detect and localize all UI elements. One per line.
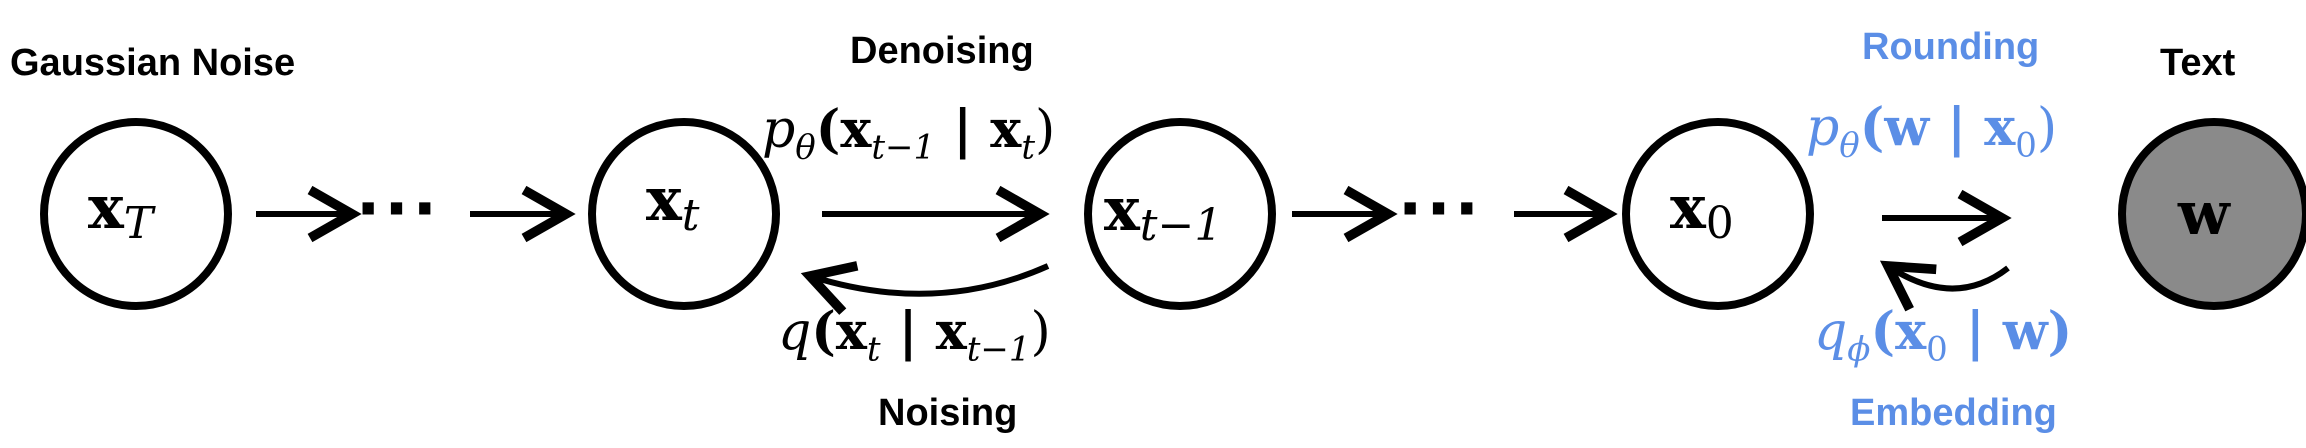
node-w [2118, 118, 2306, 310]
noising-label: Noising [878, 392, 1018, 434]
node-x0 [1622, 118, 1814, 310]
node-xt-label: xt [646, 165, 700, 241]
ellipsis-left: ··· [356, 173, 441, 247]
embedding-label: Embedding [1850, 392, 2057, 434]
gaussian-noise-label: Gaussian Noise [10, 42, 296, 84]
text-label: Text [2160, 42, 2236, 84]
noise-formula: q(xt | xt−1) [778, 301, 1051, 370]
arrow-noise [800, 261, 1050, 315]
node-xt-minus-1-label: xt−1 [1104, 175, 1223, 251]
arrow-embedding [1879, 260, 2010, 312]
rounding-formula: pθ(w | x0) [1806, 97, 2058, 166]
rounding-label: Rounding [1862, 26, 2040, 68]
node-xt [588, 118, 780, 310]
ellipsis-right: ··· [1398, 173, 1483, 247]
node-xt-minus-1 [1084, 118, 1276, 310]
node-xT [40, 118, 232, 310]
node-w-label: w [2178, 179, 2230, 249]
denoising-label: Denoising [850, 30, 1034, 72]
embedding-formula: qϕ(x0 | w) [1814, 301, 2073, 370]
node-xT-label: xT [88, 173, 154, 249]
denoise-formula: pθ(xt−1 | xt) [762, 99, 1056, 168]
node-x0-label: x0 [1670, 173, 1734, 249]
